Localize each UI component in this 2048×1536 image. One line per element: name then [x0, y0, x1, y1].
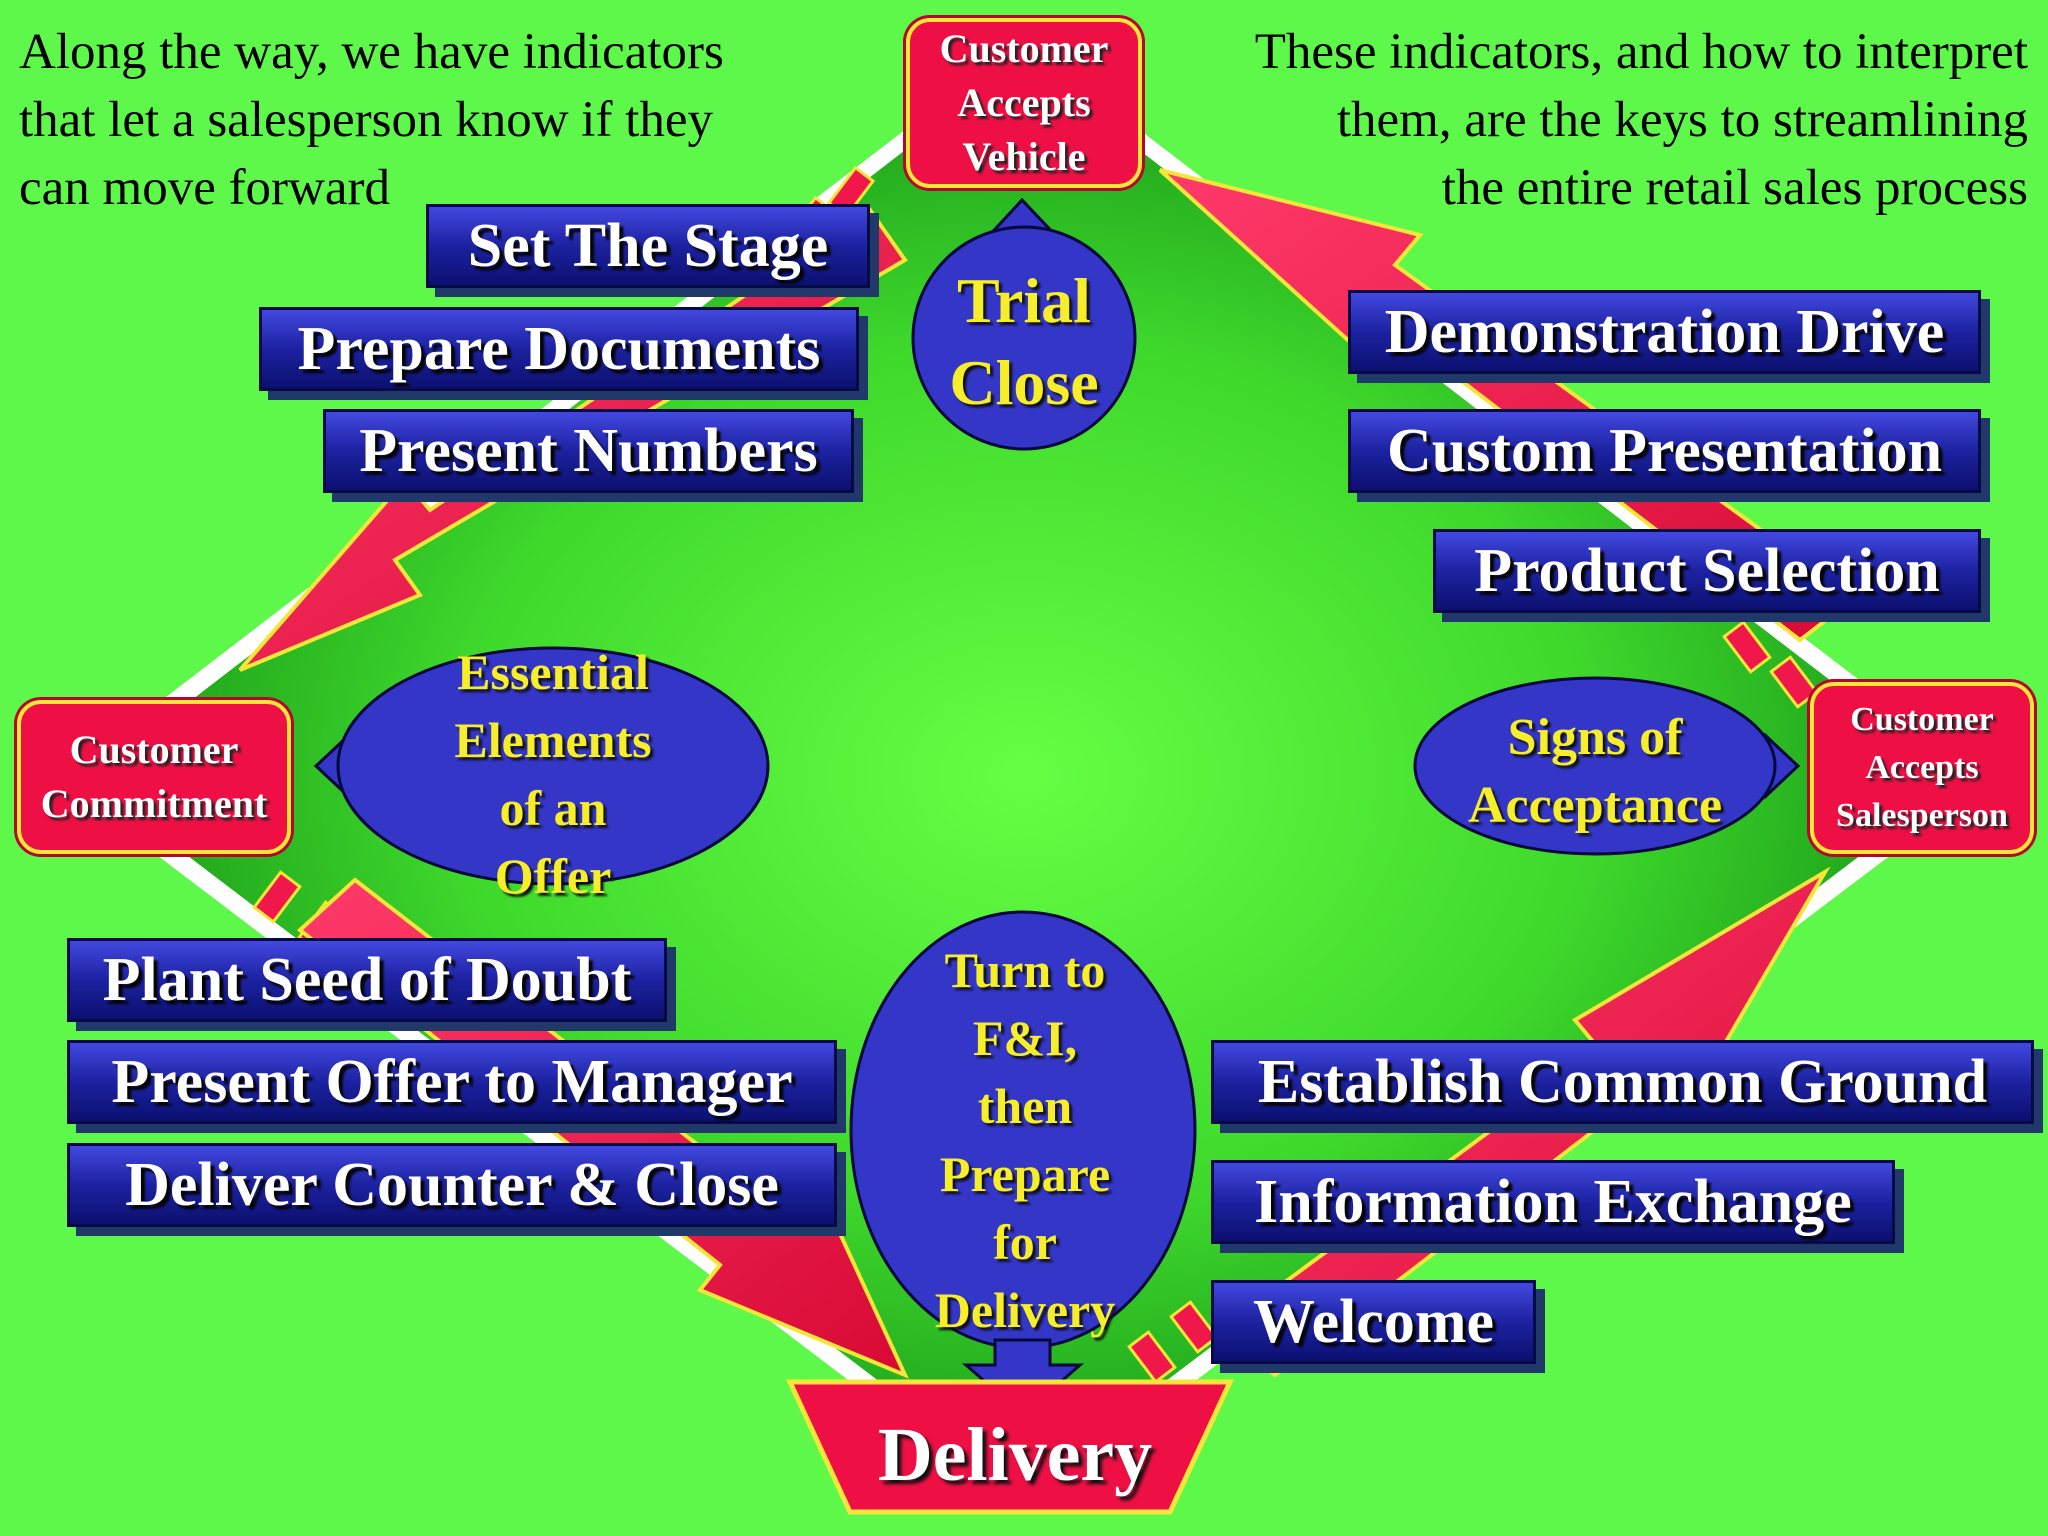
- step-present-offer-to-manager: Present Offer to Manager: [67, 1040, 837, 1124]
- bubble-line: Acceptance: [1467, 777, 1723, 834]
- node-label: Vehicle: [962, 134, 1086, 179]
- step-product-selection: Product Selection: [1433, 529, 1981, 613]
- bubble-line: Delivery: [934, 1282, 1116, 1338]
- delivery-label: Delivery: [877, 1413, 1153, 1497]
- bubble-line: then: [977, 1078, 1073, 1134]
- signs-of-acceptance-label: Signs of Acceptance: [1435, 704, 1755, 840]
- step-deliver-counter-and-close: Deliver Counter & Close: [67, 1143, 837, 1227]
- signs-of-acceptance-bubble: [1413, 676, 1777, 856]
- essential-elements-label: Essential Elements of an Offer: [398, 638, 708, 910]
- intro-text-left: Along the way, we have indicators that l…: [19, 18, 879, 222]
- node-customer-accepts-salesperson: Customer Accepts Salesperson: [1810, 682, 2034, 854]
- intro-right-line: the entire retail sales process: [1441, 160, 2028, 216]
- bubble-line: F&I,: [972, 1010, 1078, 1066]
- bubble-line: Close: [949, 347, 1099, 418]
- node-label: Customer: [939, 26, 1109, 71]
- bubble-line: of an: [499, 780, 607, 836]
- node-label: Commitment: [40, 781, 268, 826]
- step-establish-common-ground: Establish Common Ground: [1211, 1040, 2034, 1124]
- node-label: Salesperson: [1836, 797, 2008, 834]
- step-demonstration-drive: Demonstration Drive: [1348, 290, 1981, 374]
- step-plant-seed-of-doubt: Plant Seed of Doubt: [67, 938, 667, 1022]
- delivery-trapezoid: [786, 1379, 1234, 1515]
- bubble-line: Essential: [457, 644, 649, 700]
- step-set-the-stage: Set The Stage: [426, 204, 870, 288]
- trial-close-label: Trial Close: [914, 260, 1134, 424]
- bubble-line: Prepare: [939, 1146, 1111, 1202]
- step-information-exchange: Information Exchange: [1211, 1160, 1895, 1244]
- intro-right-line: These indicators, and how to interpret: [1254, 24, 2028, 80]
- step-welcome: Welcome: [1211, 1280, 1536, 1364]
- turn-to-fi-label: Turn to F&I, then Prepare for Delivery: [880, 936, 1170, 1344]
- step-prepare-documents: Prepare Documents: [259, 307, 859, 391]
- node-label: Accepts: [1865, 749, 1979, 786]
- intro-left-line: Along the way, we have indicators: [19, 24, 724, 80]
- bubble-line: Offer: [494, 848, 612, 904]
- step-custom-presentation: Custom Presentation: [1348, 409, 1981, 493]
- bubble-line: for: [993, 1214, 1057, 1270]
- node-customer-accepts-vehicle: Customer Accepts Vehicle: [906, 18, 1142, 188]
- trial-close-bubble: [911, 225, 1137, 451]
- bubble-line: Trial: [957, 265, 1091, 336]
- intro-left-line: can move forward: [19, 160, 390, 216]
- bubble-line: Turn to: [944, 942, 1106, 998]
- intro-text-right: These indicators, and how to interpret t…: [1128, 18, 2028, 222]
- node-label: Accepts: [957, 80, 1091, 125]
- bubble-line: Elements: [454, 712, 652, 768]
- intro-right-line: them, are the keys to streamlining: [1336, 92, 2028, 148]
- node-label: Customer: [1850, 701, 1994, 738]
- node-customer-commitment: Customer Commitment: [17, 700, 291, 854]
- intro-left-line: that let a salesperson know if they: [19, 92, 713, 148]
- bubble-line: Signs of: [1507, 709, 1683, 766]
- step-present-numbers: Present Numbers: [323, 409, 854, 493]
- node-label: Customer: [69, 727, 239, 772]
- essential-elements-bubble: [336, 646, 770, 886]
